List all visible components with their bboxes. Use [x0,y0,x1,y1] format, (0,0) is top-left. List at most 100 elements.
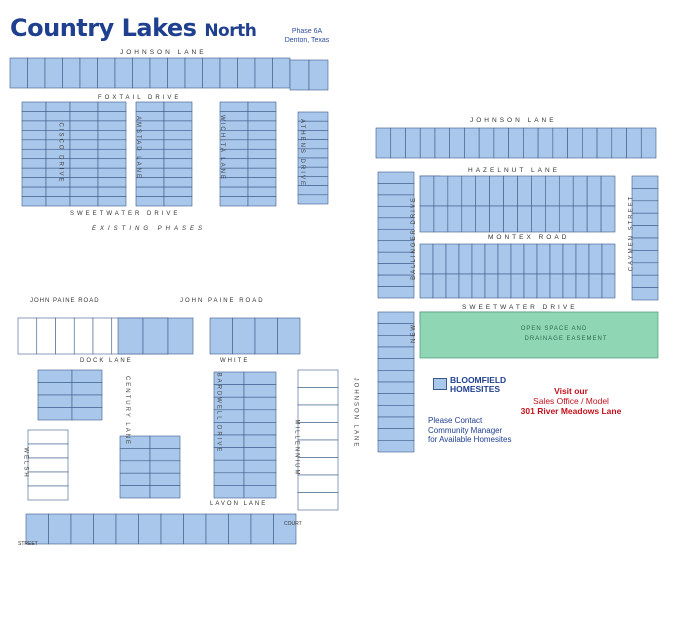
lot [434,127,450,159]
lot [97,158,127,169]
lot [117,317,144,355]
lot [461,175,477,207]
lot [163,196,193,207]
lot [45,111,71,122]
lot [97,130,127,141]
lot [558,205,574,233]
lot [69,186,99,197]
lot [213,459,245,474]
lot [247,139,277,150]
lot [21,167,47,178]
lot [21,186,47,197]
lot [458,273,473,299]
lot [631,200,659,214]
lot [531,175,546,207]
street-foxtail-drive: FOXTAIL DRIVE [98,95,181,101]
lot [611,127,627,159]
lot [445,273,460,299]
lot [17,317,38,355]
lot [377,251,415,264]
street-century-lane: CENTURY LANE [124,375,131,447]
lot [149,448,181,462]
lot [277,317,301,355]
lot [97,111,127,122]
street-john-paine-road: JOHN PAINE ROAD [30,298,100,304]
lot [586,205,602,233]
lot [552,127,568,159]
lot [167,317,194,355]
lot [631,188,659,202]
lot [97,57,116,89]
lot [273,513,297,545]
lot [73,317,94,355]
lot [432,243,447,275]
street-cisco-drive: CISCO DRIVE [57,122,64,184]
lot [377,228,415,242]
lot [163,130,193,141]
lot [601,273,616,299]
street-john-paine-road-east: JOHN PAINE ROAD [180,298,265,304]
lot [250,513,274,545]
lot [254,317,278,355]
lot [247,101,277,112]
lot [97,196,127,207]
lot [62,57,81,89]
lot [79,57,98,89]
lot [71,407,103,421]
lot [37,382,73,396]
street-sweetwater-drive-east: SWEETWATER DRIVE [462,304,578,311]
lot [149,435,181,449]
lot [377,183,415,196]
lot [119,485,151,499]
lot [21,120,47,131]
lot [93,513,117,545]
lot [228,513,252,545]
lot [640,127,657,159]
title-main: Country Lakes [10,14,197,42]
lot [27,457,69,473]
lot [243,434,277,448]
lot [21,148,47,160]
legend-label: BLOOMFIELD HOMESITES [450,375,507,394]
lot [97,148,127,160]
lot [433,175,449,207]
lot [243,384,277,398]
street-johnson-lane-right: JOHNSON LANE [470,117,557,124]
lot [596,127,613,159]
lot [549,273,564,299]
lot [297,387,339,406]
lot [297,492,339,511]
lot [119,448,151,462]
lot [377,358,415,371]
lot [213,485,245,499]
lot [308,59,329,91]
lot [419,243,434,275]
lots-right [375,127,659,453]
lot [184,57,203,89]
lot [114,57,133,89]
lot [247,148,277,160]
lot [536,243,551,275]
lot [419,205,435,233]
lot [631,250,659,264]
lot [377,286,415,299]
lot [163,148,193,160]
lot [484,243,499,275]
lot [119,472,151,486]
lot [21,111,47,122]
lot [517,175,532,207]
street-ballinger-drive: BALLINGER DRIVE [410,196,417,280]
street-johnson-lane-top: JOHNSON LANE [120,49,207,56]
lot [37,394,73,408]
street-court-label: COURT [284,521,302,527]
lot [289,59,310,91]
lot [272,57,291,89]
lot [44,57,63,89]
lot [377,393,415,406]
lot [9,57,28,89]
lot [464,127,480,159]
lot [536,273,551,299]
lot [508,127,524,159]
phase-label: Phase 6A Denton, Texas [272,27,342,45]
lot [247,130,277,141]
